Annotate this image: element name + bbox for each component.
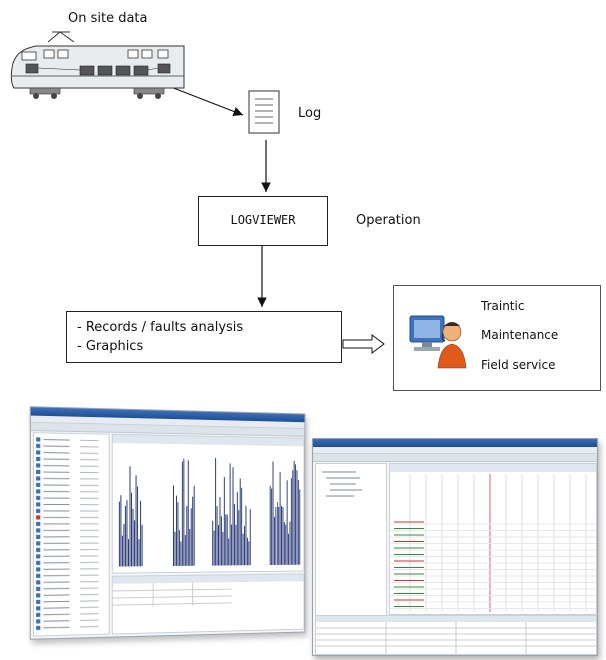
logviewer-screenshot-2 (312, 438, 598, 656)
train-icon (10, 31, 185, 99)
field-service-label: Field service (481, 358, 556, 372)
traintic-box: Traintic Maintenance Field service (393, 285, 601, 391)
log-label: Log (298, 106, 322, 121)
onsite-data-label: On site data (68, 11, 148, 26)
operation-label: Operation (356, 213, 421, 228)
hollow-arrow-to-traintic (342, 334, 385, 354)
traintic-label: Traintic (481, 299, 525, 313)
logviewer-box: LOGVIEWER (198, 196, 328, 246)
maintenance-label: Maintenance (481, 328, 559, 342)
logviewer-screenshot-1 (29, 406, 306, 640)
flow-connectors (157, 81, 385, 354)
records-table-panel-2 (315, 615, 597, 655)
records-table-panel (112, 573, 305, 635)
chart-panel (111, 433, 305, 574)
analysis-line-1: - Records / faults analysis (77, 320, 244, 335)
user-icon (409, 315, 467, 369)
signal-list-panel (32, 432, 110, 637)
timeline-panel (389, 463, 597, 615)
logviewer-label: LOGVIEWER (230, 213, 296, 227)
analysis-box: - Records / faults analysis - Graphics (66, 311, 342, 363)
analysis-line-2: - Graphics (77, 339, 144, 354)
document-icon (248, 90, 280, 134)
